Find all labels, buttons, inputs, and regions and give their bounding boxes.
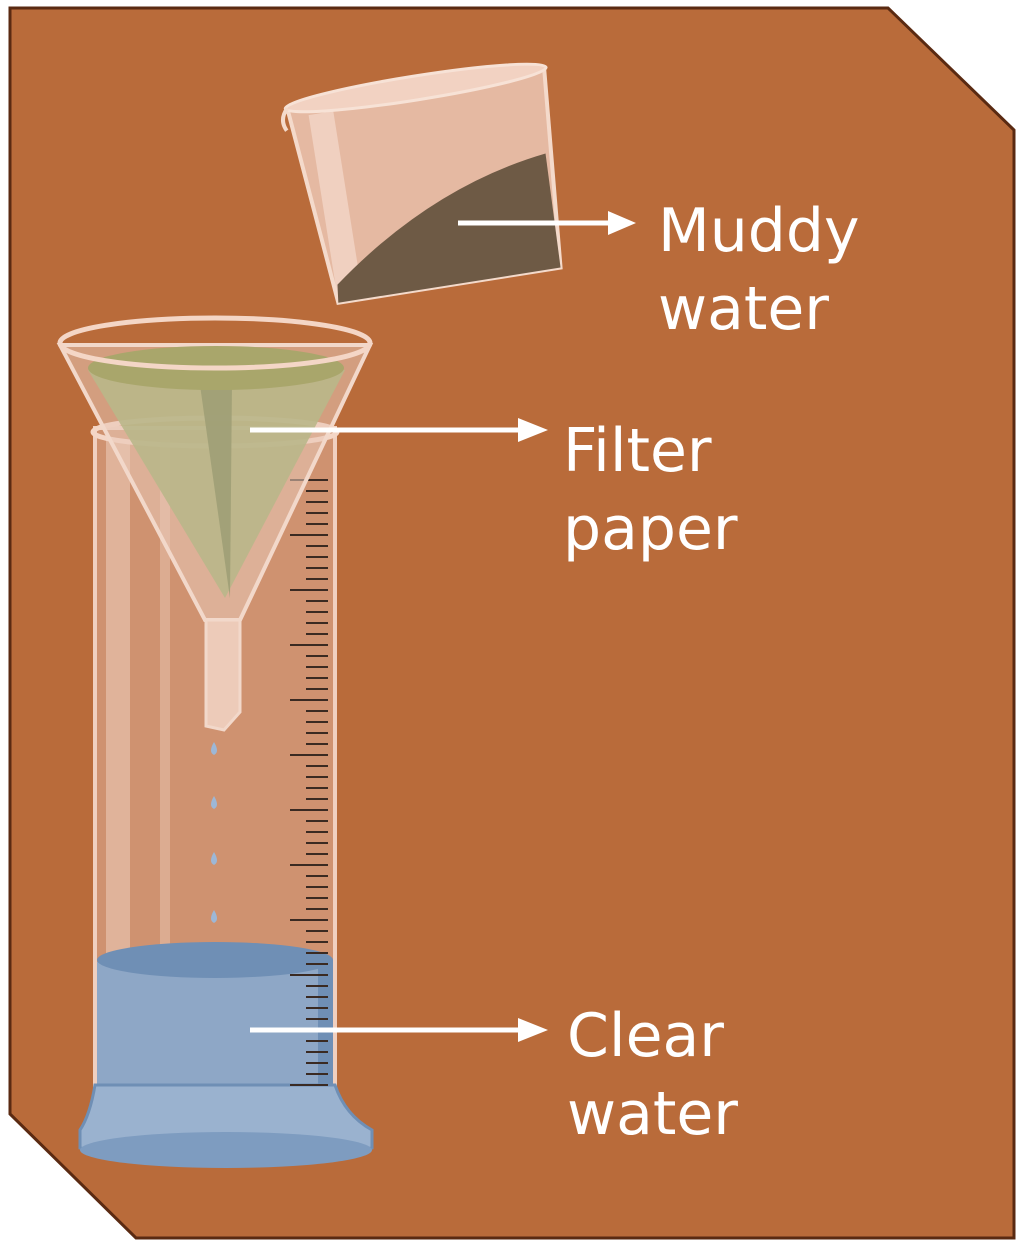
label-muddy-line2: water bbox=[658, 274, 829, 344]
label-clear-line1: Clear bbox=[567, 1001, 724, 1071]
label-clear-water: Clear water bbox=[567, 997, 738, 1153]
label-muddy-water: Muddy water bbox=[658, 192, 859, 348]
cylinder-base-bottom bbox=[80, 1132, 372, 1168]
clear-water-side-shade bbox=[318, 960, 333, 1090]
beaker-highlight bbox=[308, 111, 362, 293]
beaker-spout bbox=[280, 107, 289, 132]
arrows bbox=[250, 211, 636, 1042]
funnel-stem bbox=[204, 618, 242, 732]
clear-water bbox=[97, 962, 333, 1090]
label-filter-paper: Filter paper bbox=[563, 412, 738, 568]
muddy-water bbox=[337, 153, 561, 303]
beaker-icon bbox=[280, 62, 563, 305]
water-drop-icon bbox=[211, 852, 217, 865]
clear-water-surface bbox=[97, 942, 333, 978]
arrow-right-icon bbox=[250, 418, 548, 442]
funnel-icon bbox=[56, 315, 374, 732]
filter-paper-fold bbox=[200, 380, 232, 598]
water-drop-icon bbox=[211, 796, 217, 809]
label-clear-line2: water bbox=[567, 1079, 738, 1149]
funnel-rim bbox=[57, 315, 373, 371]
label-filter-line2: paper bbox=[563, 494, 738, 564]
label-filter-line1: Filter bbox=[563, 416, 712, 486]
water-drops bbox=[211, 742, 217, 923]
water-drop-icon bbox=[211, 910, 217, 923]
label-muddy-line1: Muddy bbox=[658, 196, 860, 266]
arrow-right-icon bbox=[250, 1018, 548, 1042]
cylinder-highlight bbox=[160, 440, 170, 1080]
arrow-right-icon bbox=[458, 211, 636, 235]
water-drop-icon bbox=[211, 742, 217, 755]
